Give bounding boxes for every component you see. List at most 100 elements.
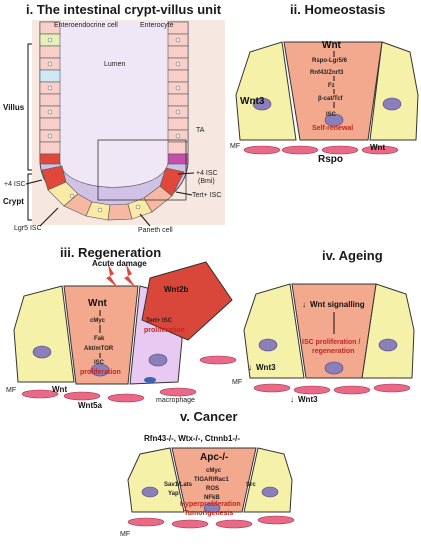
regeneration-label: regeneration [312, 348, 354, 355]
rspo-label: Rspo [318, 154, 343, 165]
side-cell-right-5 [243, 447, 293, 513]
nucleus-4c [324, 361, 344, 375]
down-arrow-icon: ↓ [302, 300, 306, 309]
mutations-label: Rfn43-/-, Wtx-/-, Ctnnb1-/- [144, 434, 240, 443]
crypt-bracket [27, 173, 32, 221]
fibroblast-5d [257, 515, 295, 525]
fibroblast-5c [215, 519, 253, 529]
acute-damage-label: Acute damage [92, 259, 147, 268]
wnt3-label-b: Wnt3 [298, 395, 318, 404]
panel-regeneration: iii. Regeneration Acute damage Wnt2b Wnt… [6, 245, 237, 410]
paneth-pointer [139, 213, 151, 227]
side-cell-left-4 [243, 283, 305, 379]
wnt3-label: Wnt3 [240, 96, 265, 107]
fibroblast-1 [243, 145, 281, 155]
fibroblast-3d [159, 387, 197, 397]
fibroblast-3b [63, 391, 101, 401]
stem-cell [283, 41, 383, 141]
tert-pointer [175, 191, 193, 196]
enteroendocrine-label: Enteroendocrine cell [54, 22, 118, 29]
fibroblast-2 [281, 145, 319, 155]
wnt3-label-a: Wnt3 [256, 363, 276, 372]
wnt-right-label: Wnt [370, 143, 385, 152]
stem-cell-5 [171, 447, 257, 513]
wnt-top-label: Wnt [322, 40, 342, 51]
panel-cancer: v. Cancer Rfn43-/-, Wtx-/-, Ctnnb1-/- Ap… [120, 409, 295, 538]
fibroblast-4d [373, 383, 411, 393]
nucleus-3a [32, 345, 52, 359]
lumen [60, 22, 168, 187]
macrophage-label: macrophage [156, 397, 195, 404]
bcat-label: β-cat/Tcf [318, 96, 344, 102]
panel-2-title: ii. Homeostasis [290, 2, 385, 17]
cmyc-label-3: cMyc [90, 318, 106, 324]
panel-4-title: iv. Ageing [322, 248, 383, 263]
lightning-icon [106, 264, 118, 288]
tert-isc-label: Tert+ ISC [192, 192, 221, 199]
villus-cells-right [167, 21, 189, 165]
fibroblast-3 [321, 145, 359, 155]
down-arrow-icon-2: ↓ [248, 363, 252, 372]
lumen-label: Lumen [104, 61, 126, 68]
panel-3-title: iii. Regeneration [60, 245, 161, 260]
fz-label: Fz [328, 83, 335, 89]
tigar-label: TIGAR/Rac1 [194, 477, 229, 483]
isc-label: ISC [326, 112, 337, 118]
nucleus-5a [141, 486, 159, 498]
yap-label: Yap [168, 491, 179, 497]
isc4-left-pointer [25, 179, 43, 185]
paneth-cell-label: Paneth cell [138, 227, 173, 234]
tert-cell [141, 261, 233, 341]
panel-ageing: iv. Ageing Wnt signalling ISC proliferat… [232, 248, 415, 404]
crypt-label: Crypt [3, 197, 24, 206]
wnt2b-label: Wnt2b [164, 285, 189, 294]
crypt-zoom-box [97, 139, 187, 201]
fibroblast-4a [253, 383, 291, 393]
isc4-right-label: +4 ISC [196, 170, 218, 177]
lightning-icon-2 [124, 264, 136, 288]
side-cell-right [369, 41, 419, 141]
isc4-left-label: +4 ISC [4, 181, 26, 188]
tert-isc-label-3: Tert+ ISC [146, 318, 173, 324]
nucleus-5c [261, 486, 279, 498]
sav-label: Sav1/Lats [164, 482, 193, 488]
nucleus-3c [148, 353, 168, 367]
panel-crypt-villus: i. The intestinal crypt-villus unit [3, 2, 225, 234]
fibroblast-4 [361, 145, 399, 155]
side-cell-left [235, 41, 297, 141]
isc-proliferation-label: ISC proliferation / [302, 339, 360, 346]
fak-label: Fak [94, 336, 105, 342]
panel-1-title: i. The intestinal crypt-villus unit [26, 2, 222, 17]
ros-label: ROS [206, 486, 219, 492]
tert-proliferation-label: proliferation [144, 327, 185, 334]
wnt-label-3: Wnt [88, 298, 108, 309]
wnt-bottom-label: Wnt [52, 385, 67, 394]
rspo-lgr-label: Rspo-Lgr5/6 [312, 58, 348, 64]
stem-cell-3 [63, 285, 139, 385]
villus-label: Villus [3, 103, 25, 112]
nucleus-3b [90, 363, 110, 377]
nucleus-right [382, 97, 402, 111]
tumorigenesis-label: Tumorigenesis [184, 510, 233, 517]
isc4-right-bmi-label: (Bmi) [198, 178, 215, 185]
fibroblast-3c [107, 393, 145, 403]
down-arrow-icon-3: ↓ [290, 395, 294, 404]
mf-label-4: MF [232, 379, 242, 386]
src-label: Src [246, 482, 256, 488]
macrophage-cell [144, 377, 156, 383]
fibroblast-5b [171, 519, 209, 529]
panel-homeostasis: ii. Homeostasis Wnt Rspo-Lgr5/6 Rnf43/Zn… [230, 2, 419, 165]
crypt-nuclei [47, 37, 181, 213]
mf-label-3: MF [6, 387, 16, 394]
ta-label: TA [196, 127, 205, 134]
apc-label: Apc-/- [200, 452, 228, 463]
villus-bracket [27, 43, 32, 171]
cmyc-label-5: cMyc [206, 468, 222, 474]
nucleus-4b [378, 338, 398, 352]
enterocyte-label: Enterocyte [140, 22, 174, 29]
nucleus-stem [324, 113, 344, 127]
nucleus-5b [203, 502, 221, 514]
wnt-signalling-label: Wnt signalling [310, 300, 365, 309]
wnt5a-label: Wnt5a [78, 401, 103, 410]
